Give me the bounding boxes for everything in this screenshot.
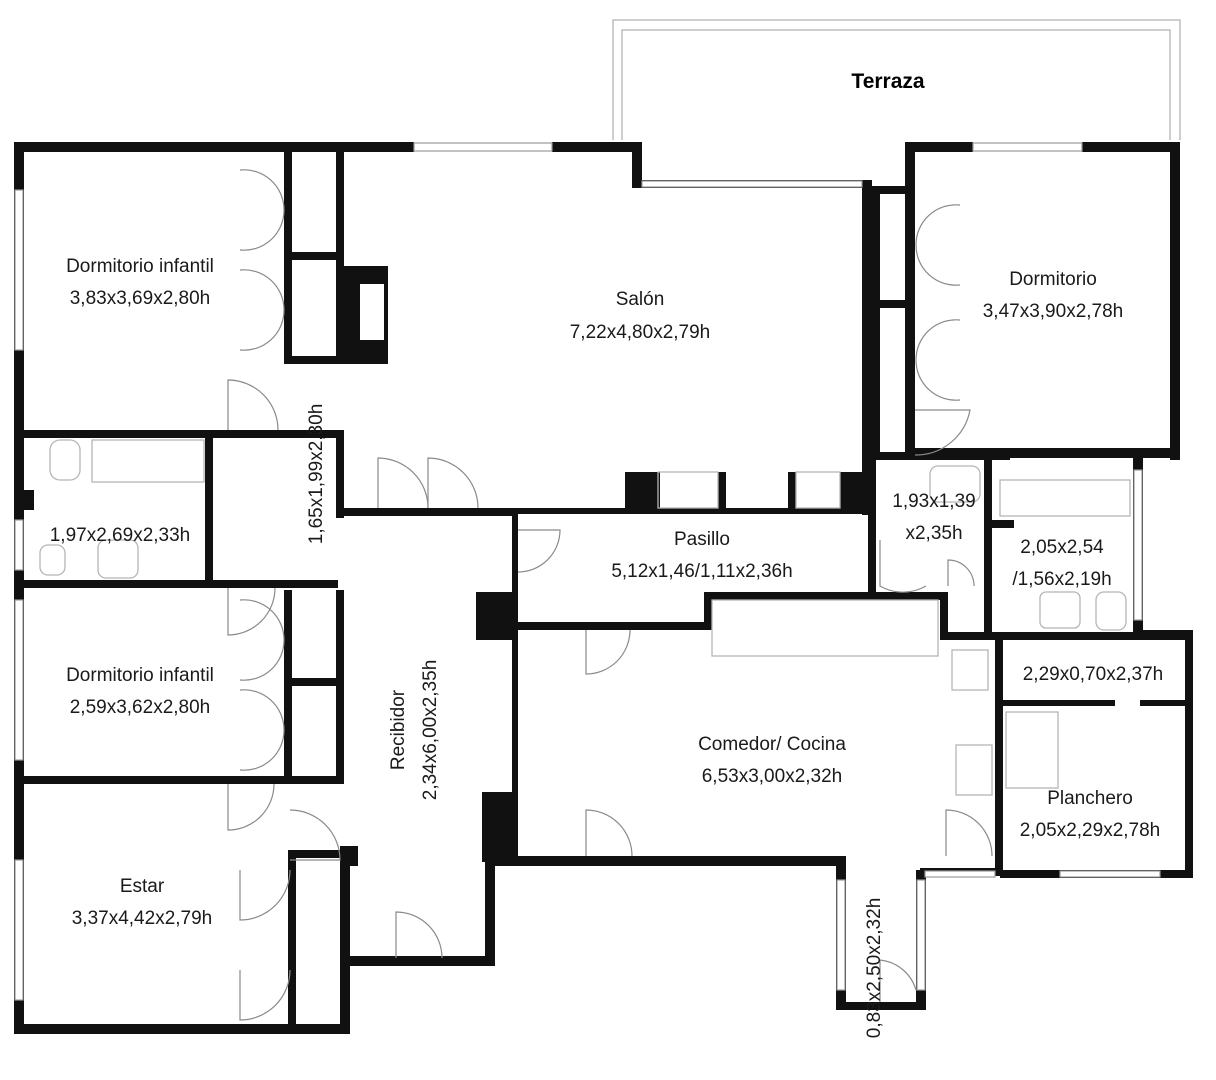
room-dims-salon: 7,22x4,80x2,79h — [570, 322, 711, 343]
room-name-dormitorio-infantil-1: Dormitorio infantil — [66, 256, 214, 277]
room-name-planchero: Planchero — [1047, 788, 1133, 809]
room-name-salon: Salón — [616, 289, 665, 310]
terrace-outline — [612, 19, 1181, 140]
labels: Terraza Dormitorio infantil 3,83x3,69x2,… — [50, 70, 1164, 1038]
room-dims-pasillo-servicio: 0,83x2,50x2,32h — [864, 898, 885, 1039]
room-name-dormitorio: Dormitorio — [1009, 269, 1097, 290]
room-dims-aseo-line1: 1,93x1,39 — [892, 491, 975, 512]
room-name-comedor-cocina: Comedor/ Cocina — [698, 734, 846, 755]
room-name-estar: Estar — [120, 876, 165, 897]
room-dims-planchero: 2,05x2,29x2,78h — [1020, 820, 1161, 841]
closet-doors — [239, 169, 961, 771]
fixtures — [39, 439, 1131, 796]
room-dims-armario: 2,29x0,70x2,37h — [1023, 664, 1164, 685]
room-dims-pasillo-corto: 1,65x1,99x2,30h — [306, 404, 327, 545]
room-dims-dormitorio-infantil-2: 2,59x3,62x2,80h — [70, 697, 211, 718]
room-dims-bano-2-line1: 2,05x2,54 — [1020, 537, 1104, 558]
room-name-pasillo: Pasillo — [674, 529, 730, 550]
room-dims-recibidor: 2,34x6,00x2,35h — [420, 660, 441, 801]
room-dims-pasillo: 5,12x1,46/1,11x2,36h — [611, 561, 792, 582]
windows — [14, 142, 1161, 1001]
terrace-label: Terraza — [851, 70, 924, 93]
room-dims-dormitorio: 3,47x3,90x2,78h — [983, 301, 1124, 322]
doors — [227, 379, 993, 1021]
room-dims-estar: 3,37x4,42x2,79h — [72, 908, 213, 929]
room-name-recibidor: Recibidor — [388, 689, 409, 770]
room-dims-dormitorio-infantil-1: 3,83x3,69x2,80h — [70, 288, 211, 309]
room-dims-bano-1: 1,97x2,69x2,33h — [50, 525, 191, 546]
walls — [14, 142, 1193, 1034]
room-name-dormitorio-infantil-2: Dormitorio infantil — [66, 665, 214, 686]
room-dims-bano-2-line2: /1,56x2,19h — [1012, 569, 1111, 590]
room-dims-comedor-cocina: 6,53x3,00x2,32h — [702, 766, 843, 787]
room-dims-aseo-line2: x2,35h — [905, 523, 962, 544]
